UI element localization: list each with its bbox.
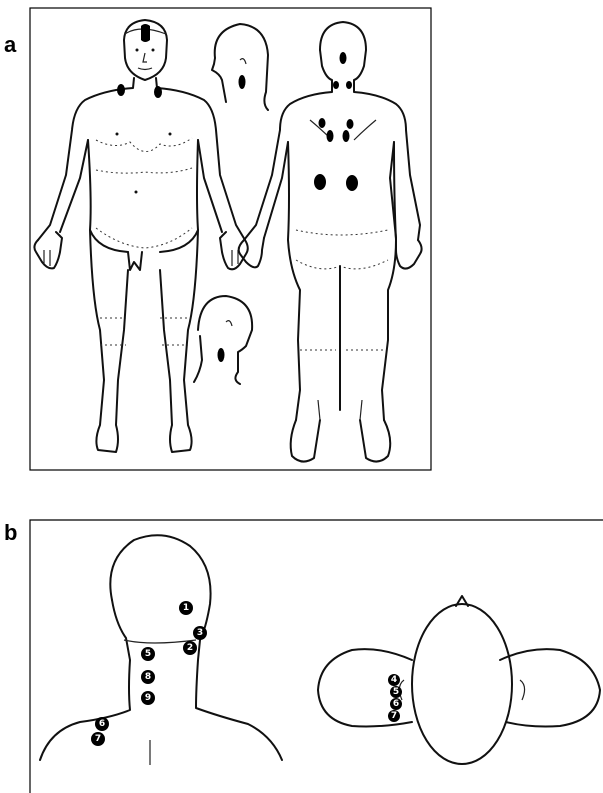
back-marker-lower-right: [346, 175, 358, 191]
marker-top-7: 7: [388, 710, 400, 722]
back-marker-mid-left: [327, 130, 334, 142]
back-markers: [314, 52, 358, 191]
svg-text:8: 8: [145, 672, 151, 682]
back-marker-neck-left: [333, 81, 339, 89]
top-view-markers: 4 5 6 7: [388, 674, 402, 722]
marker-6: 6: [95, 717, 109, 731]
front-body-figure: [34, 20, 247, 452]
front-marker-left-clavicle: [117, 84, 125, 96]
marker-8: 8: [141, 670, 155, 684]
svg-text:4: 4: [391, 675, 397, 685]
back-marker-lower-left: [314, 174, 326, 190]
svg-text:5: 5: [145, 649, 151, 659]
front-marker-right-clavicle: [154, 86, 162, 98]
marker-7: 7: [91, 732, 105, 746]
marker-2: 2: [183, 641, 197, 655]
top-view-figure: [318, 596, 600, 764]
side-head-bottom-figure: [194, 296, 252, 384]
back-marker-upper-left: [319, 118, 326, 128]
back-marker-neck-right: [346, 81, 352, 89]
marker-1: 1: [179, 601, 193, 615]
front-marker-forehead: [141, 24, 150, 42]
svg-text:7: 7: [95, 734, 101, 744]
back-marker-mid-right: [343, 130, 350, 142]
svg-text:5: 5: [393, 687, 399, 697]
back-view-markers: 1 3 2 5 8 9 6 7: [91, 601, 207, 746]
back-marker-upper-right: [347, 119, 354, 129]
svg-text:3: 3: [197, 628, 203, 638]
svg-text:2: 2: [187, 643, 193, 653]
side-top-marker: [239, 75, 246, 89]
marker-3: 3: [193, 626, 207, 640]
svg-text:1: 1: [183, 603, 189, 613]
marker-top-4: 4: [388, 674, 400, 686]
back-head-figure: [40, 535, 282, 765]
marker-top-5: 5: [390, 686, 402, 698]
marker-top-6: 6: [390, 698, 402, 710]
back-marker-occiput: [340, 52, 347, 64]
marker-9: 9: [141, 691, 155, 705]
svg-text:6: 6: [99, 719, 105, 729]
svg-text:9: 9: [145, 693, 151, 703]
svg-text:6: 6: [393, 699, 399, 709]
marker-5: 5: [141, 647, 155, 661]
side-bottom-marker: [218, 348, 225, 362]
svg-text:7: 7: [391, 711, 397, 721]
side-head-top-figure: [212, 24, 268, 110]
